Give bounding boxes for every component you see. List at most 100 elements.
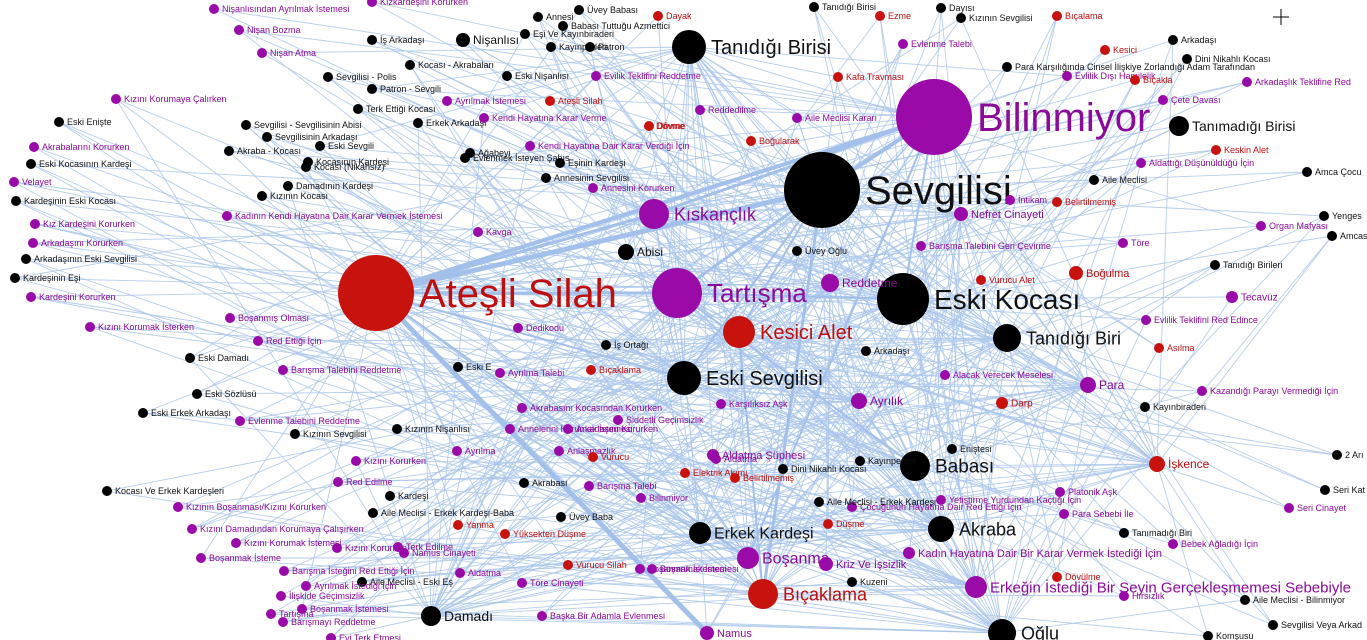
node-marker[interactable] [513, 323, 523, 333]
graph-node-kesici-alet[interactable]: Kesici Alet [723, 316, 853, 348]
graph-node-bebek-agladigi[interactable]: Bebek Ağladığı İçin [1168, 539, 1258, 549]
node-marker[interactable] [196, 553, 206, 563]
graph-node-uvey-babasi[interactable]: Üvey Babası [574, 5, 638, 15]
graph-node-aile-meclisi[interactable]: Aile Meclisi [1089, 175, 1147, 185]
graph-node-tanimadigi[interactable]: Tanımadığı Birisi [1169, 116, 1295, 136]
graph-node-tanidigi-biri[interactable]: Tanıdığı Biri [993, 324, 1121, 352]
graph-node-bosanma-istemesi3[interactable]: Boşanmak İstemesi [647, 564, 739, 574]
graph-node-amca-cocu[interactable]: Amca Çocu [1302, 167, 1362, 177]
graph-node-bogulma[interactable]: Boğulma [1069, 266, 1130, 280]
graph-node-kayinbiraderi[interactable]: Kayınbiraderi [1140, 402, 1206, 412]
node-marker[interactable] [297, 604, 307, 614]
graph-node-bogularak[interactable]: Boğularak [746, 136, 800, 146]
graph-node-iskence[interactable]: İşkence [1149, 456, 1210, 472]
node-marker[interactable] [1327, 231, 1337, 241]
graph-node-seri-katil[interactable]: Seri Kat [1320, 485, 1366, 495]
node-marker[interactable] [916, 241, 926, 251]
graph-node-para-karsiligi[interactable]: Para Karşılığında Cinsel İlişkiye Zorlan… [1002, 62, 1255, 72]
node-marker[interactable] [1141, 315, 1151, 325]
graph-node-kayinpederi[interactable]: Kayınpederi [855, 456, 916, 466]
graph-node-yanma[interactable]: Yanma [453, 520, 494, 530]
graph-node-enistesi[interactable]: Eniştesi [947, 444, 992, 454]
graph-node-intikam[interactable]: İntikam [1005, 195, 1047, 205]
graph-node-esinin-kardesi[interactable]: Eşinin Kardeşi [555, 158, 626, 168]
node-marker[interactable] [278, 617, 288, 627]
graph-node-eski-damadi[interactable]: Eski Damadı [185, 353, 249, 363]
node-marker[interactable] [283, 181, 293, 191]
graph-node-akrabasini-kocasindan[interactable]: Akrabasını Kocasından Korurken [517, 403, 662, 413]
node-marker[interactable] [563, 560, 573, 570]
node-marker[interactable] [821, 274, 839, 292]
graph-node-arkadasini-korurken2[interactable]: Arkadaşını Korurken [563, 424, 658, 434]
node-marker[interactable] [222, 211, 232, 221]
node-marker[interactable] [639, 199, 669, 229]
graph-node-kizinin-kocasi[interactable]: Kızının Kocası [257, 191, 328, 201]
graph-node-dini-nikahli-kocasi[interactable]: Dini Nikahlı Kocası [778, 464, 867, 474]
node-marker[interactable] [26, 159, 36, 169]
node-marker[interactable] [819, 557, 833, 571]
node-marker[interactable] [502, 71, 512, 81]
node-marker[interactable] [928, 516, 954, 542]
node-marker[interactable] [1100, 45, 1110, 55]
node-marker[interactable] [479, 113, 489, 123]
graph-node-kocasinin-kardesi[interactable]: Kocasının Kardeşi [303, 157, 389, 167]
graph-node-eski-enişte[interactable]: Eski Enişte [54, 117, 112, 127]
node-marker[interactable] [591, 71, 601, 81]
graph-node-is-arkadasi[interactable]: İş Arkadaşı [367, 35, 425, 45]
node-marker[interactable] [1052, 11, 1062, 21]
graph-node-velayet[interactable]: Velayet [9, 177, 52, 187]
graph-node-ayrilik[interactable]: Ayrılık [851, 393, 904, 409]
graph-node-dini-nikahli[interactable]: Dini Nikahlı Kocası [1182, 54, 1271, 64]
node-marker[interactable] [253, 336, 263, 346]
graph-node-red-edilme[interactable]: Red Edilme [333, 477, 393, 487]
node-marker[interactable] [672, 30, 706, 64]
node-marker[interactable] [505, 424, 515, 434]
graph-node-bicaklama[interactable]: Bıçaklama [748, 579, 868, 609]
graph-node-patron[interactable]: Patron [585, 42, 625, 52]
node-marker[interactable] [652, 268, 702, 318]
node-marker[interactable] [452, 446, 462, 456]
node-marker[interactable] [1055, 487, 1065, 497]
node-marker[interactable] [1118, 238, 1128, 248]
graph-node-vurucu-silah[interactable]: Vurucu Silah [563, 560, 627, 570]
node-marker[interactable] [574, 5, 584, 15]
graph-node-kendi-hayatina-dair[interactable]: Kendi Hayatına Dair Karar Verdiği İçin [525, 141, 690, 151]
node-marker[interactable] [940, 370, 950, 380]
node-marker[interactable] [1130, 75, 1140, 85]
graph-node-evlenme-talebi[interactable]: Evlenme Talebi [898, 39, 972, 49]
node-marker[interactable] [473, 227, 483, 237]
node-marker[interactable] [900, 451, 930, 481]
node-marker[interactable] [1242, 77, 1252, 87]
node-marker[interactable] [235, 416, 245, 426]
node-marker[interactable] [231, 538, 241, 548]
node-marker[interactable] [26, 292, 36, 302]
graph-node-kardesini-kor[interactable]: Kardeşini Korurken [26, 292, 116, 302]
node-marker[interactable] [1319, 211, 1329, 221]
node-marker[interactable] [584, 481, 594, 491]
graph-node-aile-meclisi-eski-es[interactable]: Aile Meclisi - Eski Eş [357, 577, 454, 587]
graph-node-baska-bir-adamla[interactable]: Başka Bir Adamla Evlenmesi [537, 611, 665, 621]
node-marker[interactable] [976, 275, 986, 285]
graph-node-sevgilisinin-ark[interactable]: Sevgilisinin Arkadaşı [262, 132, 358, 142]
node-marker[interactable] [1119, 528, 1129, 538]
node-marker[interactable] [1059, 509, 1069, 519]
node-marker[interactable] [453, 362, 463, 372]
node-marker[interactable] [192, 389, 202, 399]
graph-node-akraba-kocasi[interactable]: Akraba - Kocası [224, 146, 301, 156]
graph-node-red-ettigi[interactable]: Red Ettiği İçin [253, 336, 322, 346]
graph-node-kazandigi-parayi[interactable]: Kazandığı Parayı Vermediği İçin [1197, 386, 1338, 396]
node-marker[interactable] [290, 429, 300, 439]
graph-node-kiz-iscizlik[interactable]: Kriz Ve İşsizlik [819, 557, 907, 571]
node-marker[interactable] [9, 177, 19, 187]
graph-node-tartisma-small[interactable]: Tartışma [266, 609, 314, 619]
graph-node-evi-terk[interactable]: Evi Terk Etmesi [326, 633, 401, 640]
node-marker[interactable] [1320, 485, 1330, 495]
graph-node-dusme[interactable]: Düşme [823, 519, 865, 529]
node-marker[interactable] [421, 606, 441, 626]
graph-node-aile-meclisi-erkek-baba[interactable]: Aile Meclisi - Erkek Kardeşi-Baba [368, 508, 514, 518]
node-marker[interactable] [875, 11, 885, 21]
graph-node-bilinmiyor-small[interactable]: Bilinmiyor [636, 493, 688, 503]
node-marker[interactable] [257, 191, 267, 201]
graph-node-reddetme[interactable]: Reddetme [821, 274, 898, 292]
graph-node-kizini-damadindan[interactable]: Kızını Damadından Korumaya Çalışırken [187, 524, 364, 534]
